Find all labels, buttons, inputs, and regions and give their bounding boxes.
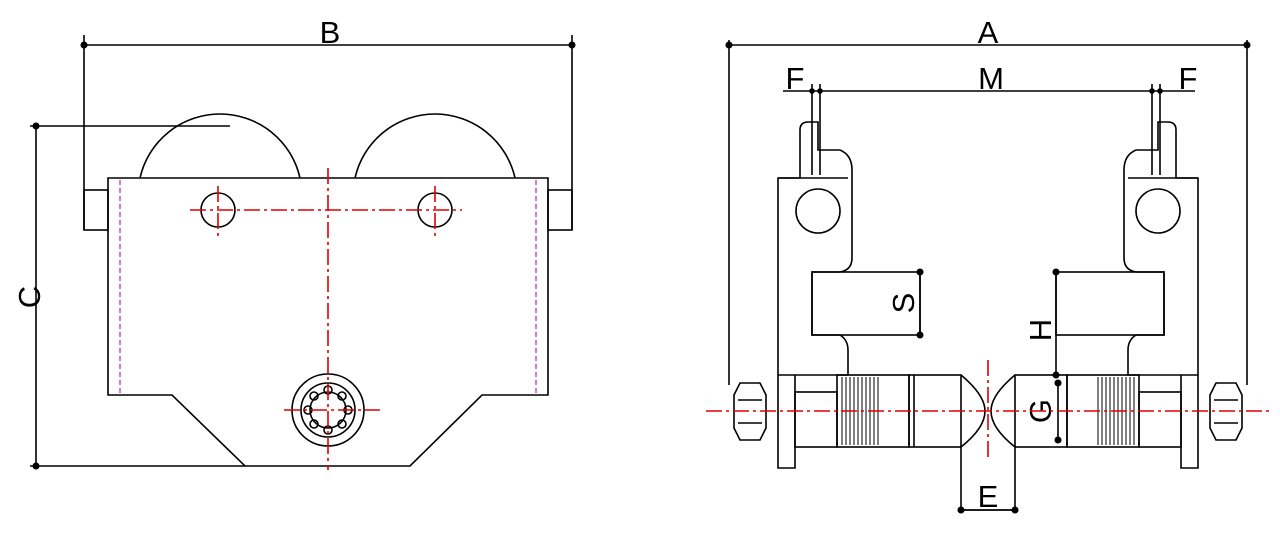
side-view: A F M F S [706, 15, 1270, 514]
wheel-left [139, 113, 301, 179]
label-f-right: F [1179, 61, 1198, 96]
wheel-hole-right [1135, 188, 1181, 234]
label-c: C [12, 286, 47, 308]
label-s: S [886, 293, 921, 314]
dimension-h: H [1023, 268, 1060, 379]
dimension-c: C [12, 122, 245, 470]
dimension-f-m-f: F M F [783, 61, 1197, 175]
slot-block-right [1055, 271, 1165, 336]
axle-stub-left [83, 189, 109, 231]
label-f-left: F [786, 61, 805, 96]
nut-right [1209, 382, 1243, 441]
front-centerlines [190, 168, 462, 470]
dimension-e: E [957, 479, 1019, 514]
side-centerlines [706, 360, 1270, 460]
side-plate-left [777, 121, 853, 469]
label-h: H [1023, 319, 1058, 341]
axle-stub-right [547, 189, 573, 231]
nut-left [733, 382, 767, 441]
label-m: M [978, 61, 1004, 96]
hidden-lines [119, 180, 537, 393]
front-view: B C [12, 15, 576, 470]
dimension-s: S [886, 268, 924, 339]
wheel-right [354, 113, 516, 179]
label-e: E [978, 479, 999, 514]
side-plate-right [1123, 121, 1199, 469]
wheel-hole-left [795, 188, 841, 234]
label-a: A [978, 15, 999, 50]
side-plate [107, 177, 549, 467]
dimension-a: A [725, 15, 1251, 385]
label-b: B [320, 15, 341, 50]
